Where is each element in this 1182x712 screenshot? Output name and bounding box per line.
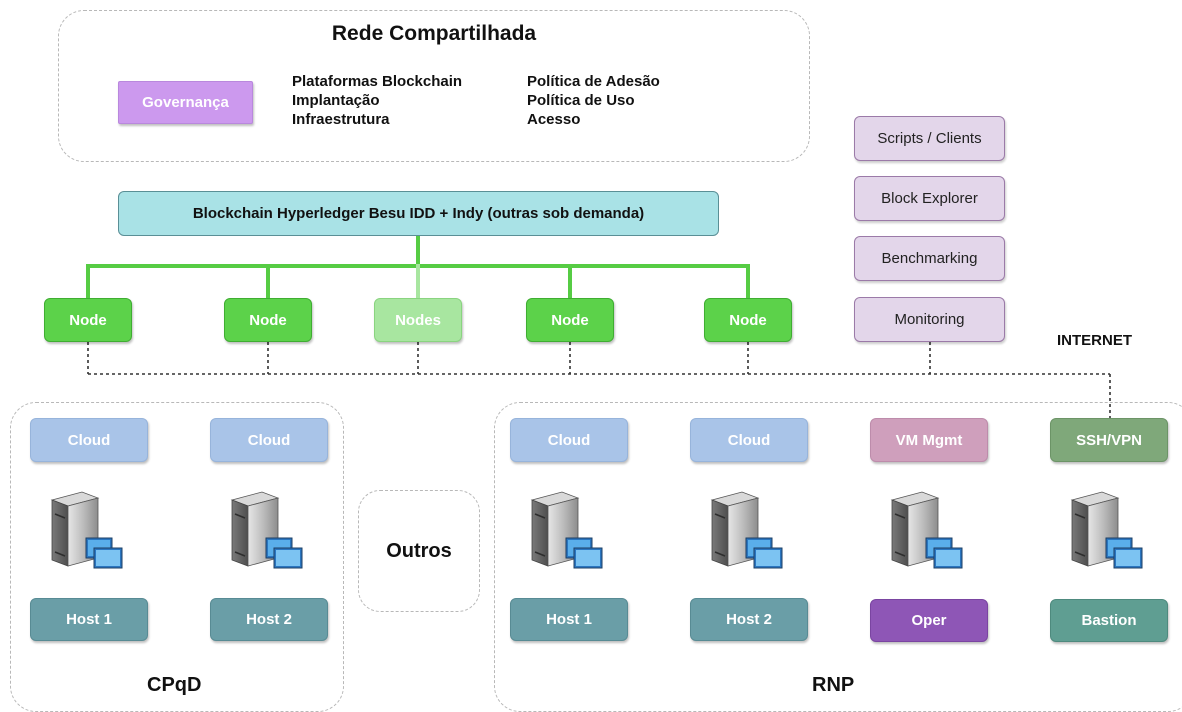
node-box: Node [224, 298, 312, 342]
internet-label: INTERNET [1057, 332, 1132, 349]
policy-item: Implantação [292, 92, 380, 109]
blockchain-bar: Blockchain Hyperledger Besu IDD + Indy (… [118, 191, 719, 236]
bastion-box: Bastion [1050, 599, 1168, 642]
shared-network-title: Rede Compartilhada [331, 22, 537, 45]
nodes-box: Nodes [374, 298, 462, 342]
server-icon [531, 491, 603, 569]
cloud-box: Cloud [510, 418, 628, 462]
oper-box: Oper [870, 599, 988, 642]
policies-column-1: Plataformas Blockchain Implantação Infra… [292, 72, 462, 129]
governance-box: Governança [118, 81, 253, 124]
ssh-vpn-box: SSH/VPN [1050, 418, 1168, 462]
server-icon [891, 491, 963, 569]
policies-column-2: Política de Adesão Política de Uso Acess… [527, 72, 660, 129]
cloud-box: Cloud [210, 418, 328, 462]
tool-benchmarking: Benchmarking [854, 236, 1005, 281]
vm-mgmt-box: VM Mgmt [870, 418, 988, 462]
policy-item: Acesso [527, 111, 581, 128]
tool-scripts-clients: Scripts / Clients [854, 116, 1005, 161]
policy-item: Política de Uso [527, 92, 635, 109]
host-box: Host 1 [510, 598, 628, 641]
host-box: Host 2 [210, 598, 328, 641]
policy-item: Política de Adesão [527, 73, 660, 90]
host-box: Host 2 [690, 598, 808, 641]
cloud-box: Cloud [690, 418, 808, 462]
node-box: Node [704, 298, 792, 342]
server-icon [711, 491, 783, 569]
node-box: Node [526, 298, 614, 342]
server-icon [231, 491, 303, 569]
others-box [358, 490, 480, 612]
network-dotted-lines [87, 342, 1111, 420]
server-icon [1071, 491, 1143, 569]
shared-network-box [58, 10, 810, 162]
rnp-title: RNP [812, 674, 855, 696]
others-label: Outros [386, 540, 452, 562]
policy-item: Plataformas Blockchain [292, 73, 463, 90]
server-icon [51, 491, 123, 569]
cpqd-title: CPqD [147, 674, 202, 696]
node-box: Node [44, 298, 132, 342]
policy-item: Infraestrutura [292, 111, 390, 128]
tool-block-explorer: Block Explorer [854, 176, 1005, 221]
cloud-box: Cloud [30, 418, 148, 462]
tool-monitoring: Monitoring [854, 297, 1005, 342]
host-box: Host 1 [30, 598, 148, 641]
